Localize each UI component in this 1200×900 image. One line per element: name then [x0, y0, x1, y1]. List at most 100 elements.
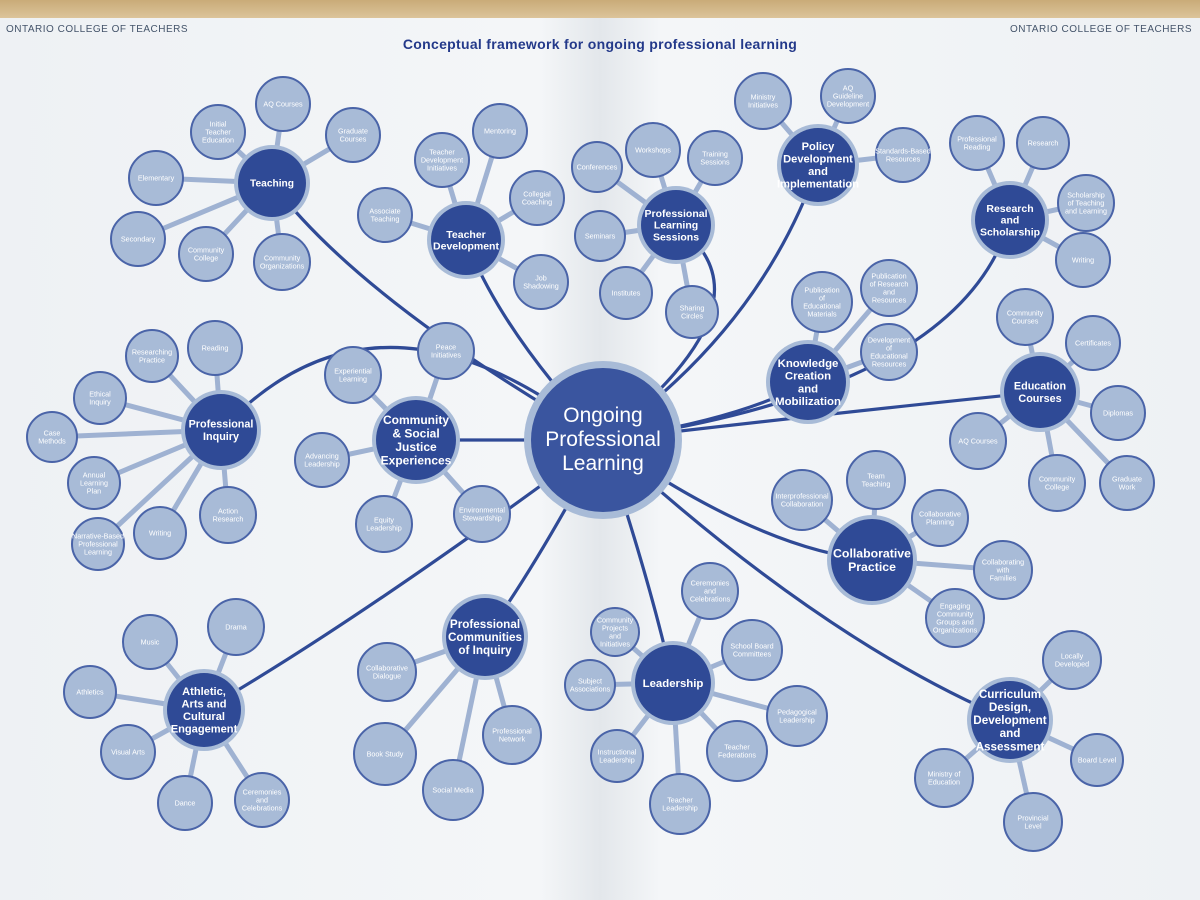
leaf-circle [207, 598, 265, 656]
leaf-label: Stewardship [462, 514, 502, 523]
leaf-label: Leadership [366, 524, 402, 533]
leaf-label: Training [702, 149, 728, 158]
leaf-label: Subject [578, 676, 602, 685]
hub-circle [641, 190, 711, 260]
hub-circle [238, 149, 306, 217]
leaf-label: Locally [1061, 651, 1084, 660]
hub-label: of Inquiry [458, 644, 512, 657]
leaf-circle [925, 588, 985, 648]
leaf-circle [846, 450, 906, 510]
leaf-circle [199, 486, 257, 544]
leaf-circle [571, 141, 623, 193]
leaf-circle [417, 322, 475, 380]
leaf-label: Action [218, 506, 238, 515]
leaf-circle [157, 775, 213, 831]
leaf-node: Book Study [353, 722, 417, 786]
leaf-label: Community [597, 615, 634, 624]
leaf-circle [1057, 174, 1115, 232]
leaf-label: Community [937, 609, 974, 618]
leaf-label: Certificates [1075, 339, 1111, 348]
leaf-label: Secondary [121, 235, 156, 244]
leaf-node: Secondary [110, 211, 166, 267]
leaf-label: Educational [870, 352, 908, 361]
leaf-label: of Teaching [1068, 199, 1105, 208]
leaf-label: Leadership [599, 756, 635, 765]
leaf-circle [414, 132, 470, 188]
leaf-circle [687, 130, 743, 186]
leaf-label: Board Level [1078, 756, 1117, 765]
leaf-label: Ministry [751, 92, 776, 101]
hub-label: Curriculum [979, 688, 1041, 701]
trunk-athletic-arts [203, 438, 604, 712]
leaf-node: Music [122, 614, 178, 670]
leaf-circle [1090, 385, 1146, 441]
hub-label: Education [1014, 381, 1066, 393]
leaf-label: of [819, 293, 825, 302]
leaf-node: Certificates [1065, 315, 1121, 371]
leaf-label: Standards-Based [875, 146, 931, 155]
leaf-circle [1070, 733, 1124, 787]
hub-circle [971, 681, 1049, 759]
hub-label: Experiences [381, 453, 452, 467]
leaf-label: Workshops [635, 146, 671, 155]
leaf-label: Teaching [371, 215, 400, 224]
leaf-label: Job [535, 273, 547, 282]
hub-label: Professional [450, 618, 520, 631]
leaf-label: and [609, 632, 621, 641]
leaf-circle [110, 211, 166, 267]
leaf-label: Sessions [700, 158, 730, 167]
leaf-label: Narrative-Based [72, 531, 124, 540]
leaf-label: Associate [369, 206, 400, 215]
leaf-circle [771, 469, 833, 531]
leaf-label: Education [928, 778, 960, 787]
leaf-label: Advancing [305, 451, 339, 460]
leaf-label: Team [867, 471, 885, 480]
leaf-label: Development [827, 100, 869, 109]
leaf-label: Leadership [662, 804, 698, 813]
leaf-label: AQ Courses [263, 100, 303, 109]
leaf-node: Dance [157, 775, 213, 831]
leaf-label: College [1045, 483, 1069, 492]
leaf-label: Courses [1012, 317, 1039, 326]
leaf-label: Professional [78, 540, 118, 549]
hub-label: Justice [395, 440, 437, 454]
hub-label: Development [783, 154, 853, 166]
leaf-label: Reading [964, 143, 991, 152]
hub-label: Inquiry [203, 431, 239, 443]
leaf-label: Celebrations [242, 804, 283, 813]
leaf-circle [100, 724, 156, 780]
leaf-label: Interprofessional [775, 491, 829, 500]
hub-circle [770, 344, 846, 420]
leaf-label: Peace [436, 342, 456, 351]
leaf-label: Publication [871, 271, 906, 280]
diagram-title: Conceptual framework for ongoing profess… [402, 36, 798, 52]
leaf-circle [294, 432, 350, 488]
leaf-circle [125, 329, 179, 383]
leaf-label: Federations [718, 751, 756, 760]
hub-circle [975, 185, 1045, 255]
leaf-circle [472, 103, 528, 159]
leaf-circle [1028, 454, 1086, 512]
leaf-label: Dialogue [373, 672, 401, 681]
leaf-label: Provincial [1017, 813, 1049, 822]
hub-label: and [1000, 727, 1021, 740]
hub-label: Communities [448, 631, 523, 644]
leaf-label: Instructional [598, 747, 637, 756]
hub-label: Mobilization [775, 396, 841, 408]
hub-circle [446, 598, 524, 676]
hub-label: Research [986, 203, 1033, 215]
